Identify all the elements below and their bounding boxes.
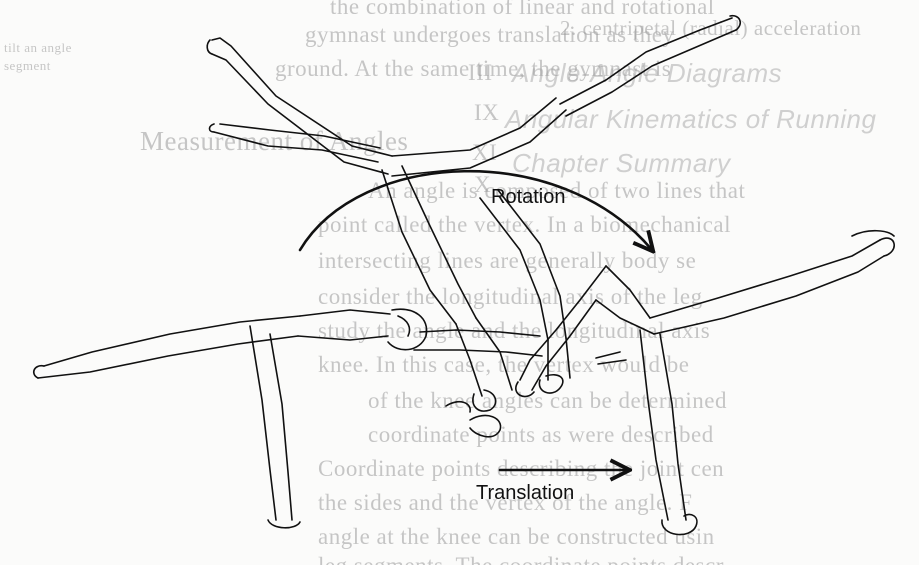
gymnast-sideways-figure xyxy=(34,309,542,528)
gymnast-straddle-figure xyxy=(207,38,566,411)
rotation-label: Rotation xyxy=(491,186,566,209)
translation-label: Translation xyxy=(476,482,574,505)
rotation-arrow xyxy=(300,171,652,250)
